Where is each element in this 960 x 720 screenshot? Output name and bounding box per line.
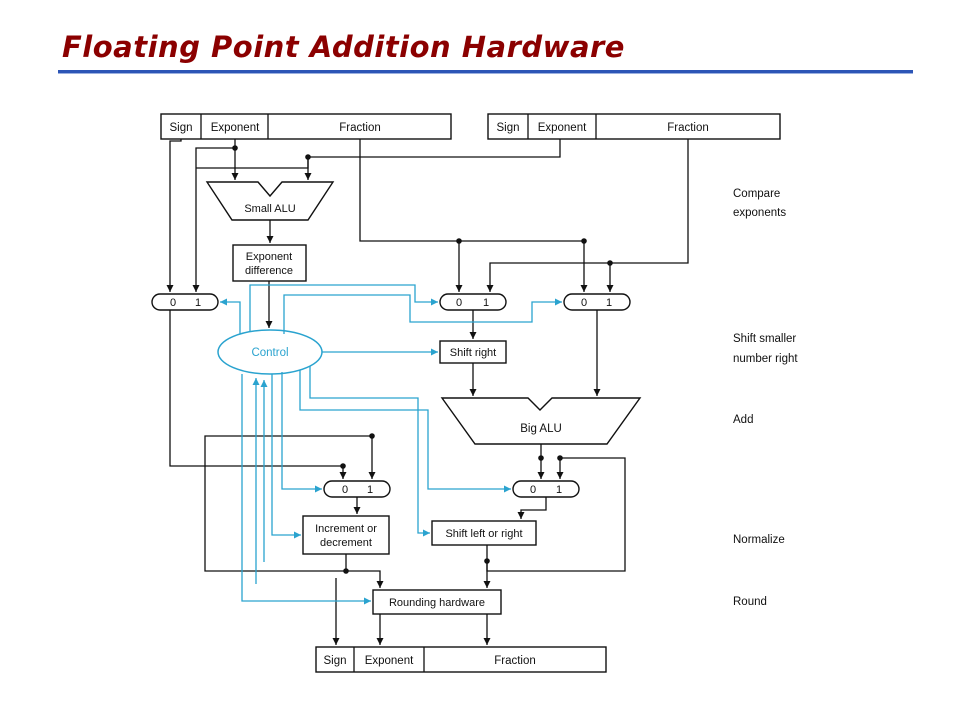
stage-add: Add — [733, 414, 753, 426]
mux-big-alu-in1: 1 — [606, 297, 612, 309]
mux-shift-input-in0: 0 — [456, 297, 462, 309]
mux-norm-exp-in1: 1 — [367, 484, 373, 496]
mux-shift-input-in1: 1 — [483, 297, 489, 309]
control-paths — [220, 284, 562, 605]
stage-compare-line2: exponents — [733, 207, 786, 219]
input-register-a: Sign Exponent Fraction — [160, 113, 452, 140]
mux-exponent-in0: 0 — [170, 297, 176, 309]
increment-decrement-line2: decrement — [320, 537, 372, 549]
shift-left-right-box: Shift left or right — [431, 520, 537, 546]
exponent-difference-box: Exponent difference — [232, 244, 307, 282]
rounding-hardware-box: Rounding hardware — [372, 589, 502, 615]
increment-decrement-box: Increment or decrement — [302, 515, 390, 555]
input-register-b: Sign Exponent Fraction — [487, 113, 781, 140]
big-alu: Big ALU — [440, 397, 642, 445]
mux-normalize-fraction: 0 1 — [512, 480, 580, 498]
stage-labels: Compare exponents Shift smaller number r… — [733, 188, 798, 608]
small-alu-label: Small ALU — [244, 203, 295, 215]
increment-decrement-line1: Increment or — [315, 523, 377, 535]
shift-left-right-label: Shift left or right — [445, 528, 522, 540]
rounding-hardware-label: Rounding hardware — [389, 597, 485, 609]
mux-normalize-exponent: 0 1 — [323, 480, 391, 498]
result-exponent-field: Exponent — [365, 655, 414, 667]
result-fraction-field: Fraction — [494, 655, 536, 667]
input-b-sign-field: Sign — [496, 122, 519, 134]
input-b-exponent-field: Exponent — [538, 122, 587, 134]
title-underline — [58, 70, 913, 74]
input-a-exponent-field: Exponent — [211, 122, 260, 134]
control-label: Control — [251, 347, 288, 359]
mux-exponent: 0 1 — [151, 293, 219, 311]
input-a-sign-field: Sign — [169, 122, 192, 134]
slide-title: Floating Point Addition Hardware — [62, 30, 625, 64]
mux-shift-input: 0 1 — [439, 293, 507, 311]
stage-normalize: Normalize — [733, 534, 785, 546]
result-register: Sign Exponent Fraction — [315, 646, 607, 673]
mux-norm-frac-in1: 1 — [556, 484, 562, 496]
mux-big-alu-input: 0 1 — [563, 293, 631, 311]
mux-norm-exp-in0: 0 — [342, 484, 348, 496]
control-unit: Control — [217, 329, 323, 375]
mux-exponent-in1: 1 — [195, 297, 201, 309]
exponent-difference-line1: Exponent — [246, 251, 292, 263]
stage-shift-line2: number right — [733, 353, 798, 365]
result-sign-field: Sign — [323, 655, 346, 667]
shift-right-box: Shift right — [439, 340, 507, 364]
stage-shift-line1: Shift smaller — [733, 333, 796, 345]
mux-big-alu-in0: 0 — [581, 297, 587, 309]
stage-round: Round — [733, 596, 767, 608]
big-alu-label: Big ALU — [520, 423, 562, 435]
shift-right-label: Shift right — [450, 347, 496, 359]
input-a-fraction-field: Fraction — [339, 122, 381, 134]
small-alu: Small ALU — [205, 181, 335, 221]
input-b-fraction-field: Fraction — [667, 122, 709, 134]
mux-norm-frac-in0: 0 — [530, 484, 536, 496]
stage-compare-line1: Compare — [733, 188, 780, 200]
exponent-difference-line2: difference — [245, 265, 293, 277]
